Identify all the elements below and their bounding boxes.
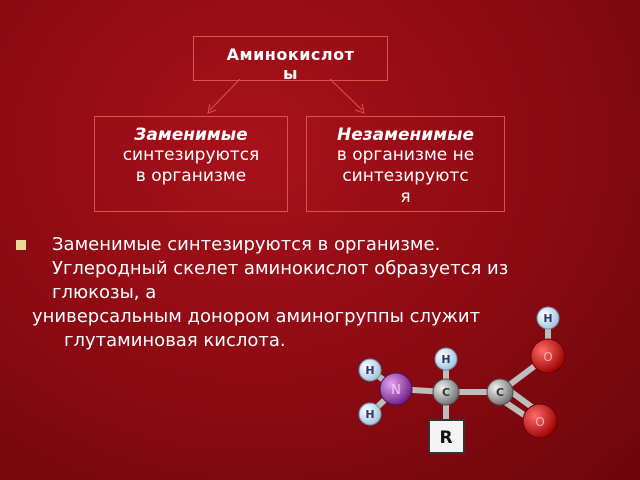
essential-line1: в организме не xyxy=(336,145,475,165)
bullet-item-1-line3: глюкозы, а xyxy=(52,282,157,303)
atom-o-1: O xyxy=(530,338,566,374)
amino-acids-title-line1: Аминокислот xyxy=(226,45,355,64)
amino-acids-title-line2: ы xyxy=(283,64,298,83)
atom-h-2: H xyxy=(358,402,382,426)
bullet-item-2: универсальным донором аминогруппы служит… xyxy=(14,305,624,353)
essential-title: Незаменимые xyxy=(337,125,474,145)
essential-box: Незаменимые в организме не синтезируютс … xyxy=(306,116,505,212)
atom-o-1-label: O xyxy=(543,350,552,364)
atom-h-3-label: H xyxy=(441,353,450,366)
r-group-label: R xyxy=(439,428,452,448)
r-group-box: R xyxy=(428,419,465,454)
atom-o-2: O xyxy=(522,403,558,439)
nonessential-box: Заменимые синтезируются в организме xyxy=(94,116,288,212)
atom-c-2: C xyxy=(486,378,514,406)
atom-c-2-label: C xyxy=(496,386,504,399)
bullet-item-1-line1: Заменимые синтезируются в организме. xyxy=(52,234,441,255)
nonessential-line2: в организме xyxy=(135,166,247,186)
bullet-list: Заменимые синтезируются в организме. Угл… xyxy=(14,233,624,353)
atom-h-1: H xyxy=(358,358,382,382)
atom-h-4: H xyxy=(536,306,560,330)
essential-line3: я xyxy=(400,187,411,207)
nonessential-line1: синтезируются xyxy=(122,145,260,165)
bullet-item-2-line2: глутаминовая кислота. xyxy=(64,330,286,351)
bullet-square-icon xyxy=(16,240,26,250)
amino-acid-molecule-diagram: H H H H N C C O O R xyxy=(358,306,566,454)
atom-h-3: H xyxy=(434,347,458,371)
nonessential-title: Заменимые xyxy=(134,125,248,145)
bullet-item-1: Заменимые синтезируются в организме. Угл… xyxy=(14,233,624,305)
atom-n-label: N xyxy=(391,383,401,398)
atom-c-1: C xyxy=(432,378,460,406)
bullet-item-2-line1: универсальным донором аминогруппы служит xyxy=(32,306,481,327)
amino-acids-box: Аминокислот ы xyxy=(193,36,388,83)
atom-h-1-label: H xyxy=(365,364,374,377)
atom-h-2-label: H xyxy=(365,408,374,421)
atom-n: N xyxy=(379,372,413,406)
atom-o-2-label: O xyxy=(535,415,544,429)
atom-c-1-label: C xyxy=(442,386,450,399)
bullet-item-1-line2: Углеродный скелет аминокислот образуется… xyxy=(52,258,509,279)
atom-h-4-label: H xyxy=(543,312,552,325)
essential-line2: синтезируютс xyxy=(342,166,469,186)
